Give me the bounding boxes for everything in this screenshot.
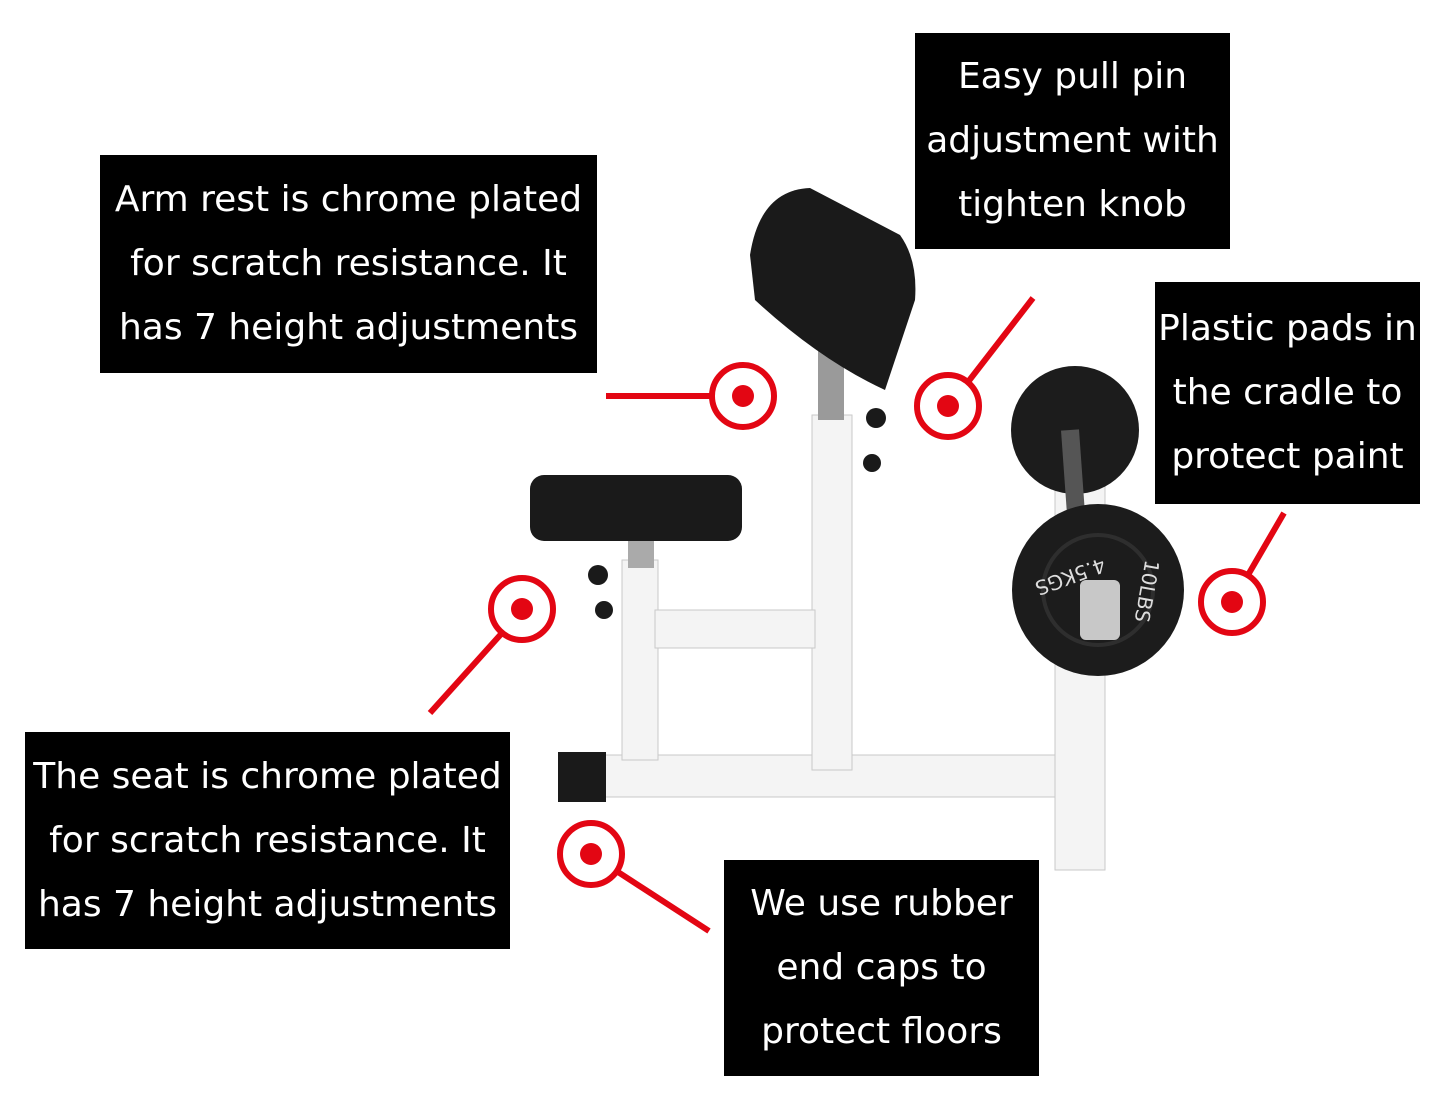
callout-line: The seat is chrome plated	[33, 755, 502, 797]
target-dot-icon	[511, 598, 533, 620]
knob-icon	[866, 408, 886, 428]
callout-end-caps: We use rubber end caps to protect floors	[724, 860, 1039, 1076]
callout-line: end caps to	[776, 947, 987, 988]
seat-pad	[530, 475, 742, 541]
callout-line: for scratch resistance. It	[49, 819, 486, 861]
callout-seat: The seat is chrome plated for scratch re…	[25, 732, 510, 949]
rubber-end-cap	[558, 752, 606, 802]
seat-target-icon	[488, 575, 556, 643]
target-dot-icon	[580, 843, 602, 865]
callout-line: protect paint	[1171, 436, 1404, 477]
callout-line: Arm rest is chrome plated	[114, 179, 583, 220]
target-dot-icon	[732, 385, 754, 407]
pull-pin-leader-line	[965, 296, 1036, 384]
callout-pull-pin: Easy pull pin adjustment with tighten kn…	[915, 33, 1230, 249]
seat-post	[621, 559, 659, 761]
callout-line: We use rubber	[750, 883, 1013, 924]
arm-pad	[750, 188, 916, 390]
arm-rest-target-icon	[709, 362, 777, 430]
callout-line: tighten knob	[958, 184, 1187, 225]
target-dot-icon	[937, 395, 959, 417]
end-caps-target-icon	[557, 820, 625, 888]
callout-markers	[427, 296, 1287, 934]
target-dot-icon	[1221, 591, 1243, 613]
callout-arm-rest: Arm rest is chrome plated for scratch re…	[100, 155, 597, 373]
callout-line: adjustment with	[926, 120, 1219, 161]
seat-leader-line	[427, 630, 505, 716]
knob-icon	[863, 454, 881, 472]
bar-sleeve	[1080, 580, 1120, 640]
callout-line: has 7 height adjustments	[37, 883, 498, 925]
callout-line: for scratch resistance. It	[130, 243, 567, 284]
callout-line: Plastic pads in	[1158, 308, 1417, 349]
arm-post	[811, 414, 853, 771]
callout-line: the cradle to	[1172, 372, 1403, 413]
plastic-pads-target-icon	[1198, 568, 1266, 636]
end-caps-leader-line	[616, 869, 711, 934]
pull-pin-target-icon	[914, 372, 982, 440]
callout-plastic-pads: Plastic pads in the cradle to protect pa…	[1155, 282, 1420, 504]
preacher-curl-bench: 4.5KGS 10LBS	[530, 188, 1184, 871]
callout-line: protect floors	[761, 1011, 1002, 1052]
plastic-pads-leader-line	[1245, 511, 1287, 577]
target-dots	[511, 385, 1243, 865]
chrome-seat-stem	[628, 540, 654, 568]
knob-icon	[595, 601, 613, 619]
callout-line: Easy pull pin	[957, 56, 1188, 97]
cross-brace	[654, 609, 816, 649]
callout-line: has 7 height adjustments	[118, 307, 579, 348]
knob-icon	[588, 565, 608, 585]
plate-ring	[1041, 533, 1155, 647]
